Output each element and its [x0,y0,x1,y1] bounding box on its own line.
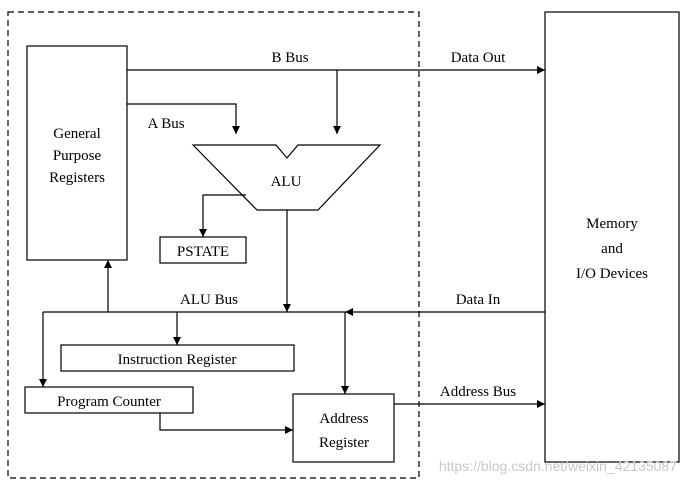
gpr-label-line-3: Registers [49,170,105,186]
program-counter-label: Program Counter [57,394,161,410]
memory-io-box [544,11,680,463]
a-bus-line [127,103,240,134]
alu-to-pstate-arrow [199,194,246,237]
memory-label-line-1: Memory [586,216,638,232]
memory-label-line-2: and [601,241,623,257]
data-in-label: Data In [456,292,501,308]
general-purpose-registers-box [26,45,128,261]
program-counter-box [24,386,194,414]
cpu-boundary [7,11,420,479]
pstate-box [159,236,247,264]
pc-to-ar-arrow [159,413,293,434]
address-bus-label: Address Bus [440,384,516,400]
address-register-label-line-1: Address [319,411,368,427]
data-out-label: Data Out [451,50,506,66]
address-register-label-line-2: Register [319,435,369,451]
memory-label-line-3: I/O Devices [576,266,648,282]
b-bus-label: B Bus [271,50,308,66]
pstate-label: PSTATE [177,244,229,260]
gpr-label-line-2: Purpose [53,148,102,164]
alu-label: ALU [271,174,302,190]
watermark-text: https://blog.csdn.net/weixin_42135087 [439,458,677,474]
address-register-box [292,393,395,463]
alu-shape [191,144,382,211]
gpr-label-line-1: General [53,126,100,142]
instruction-register-label: Instruction Register [118,352,237,368]
alu-bus-label: ALU Bus [180,292,238,308]
instruction-register-box [60,344,295,372]
a-bus-label: A Bus [147,116,184,132]
